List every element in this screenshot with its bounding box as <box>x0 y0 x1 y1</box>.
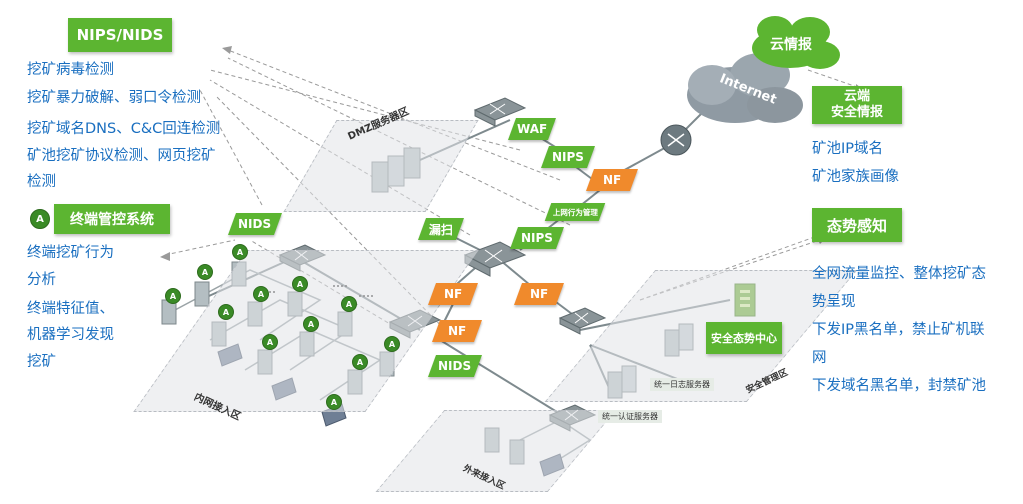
nids-top-tag: NIDS <box>227 213 283 235</box>
terminal-agent-icon: A <box>30 209 50 229</box>
terminal-title: 终端管控系统 <box>54 204 170 234</box>
situation-title: 态势感知 <box>812 208 902 242</box>
nips-nids-title: NIPS/NIDS <box>68 18 172 52</box>
terminal-item-3: 终端特征值、 <box>27 301 114 317</box>
agent-icon: A <box>292 276 308 292</box>
agent-icon: A <box>326 394 342 410</box>
situation-item-2: 势呈现 <box>812 294 856 310</box>
agent-icon: A <box>352 354 368 370</box>
situation-item-5: 下发域名黑名单，封禁矿池 <box>812 378 986 394</box>
nids-top-label: NIDS <box>238 217 272 231</box>
nips-mid-tag: NIPS <box>509 227 565 249</box>
nips-top-label: NIPS <box>552 150 584 164</box>
terminal-item-2: 分析 <box>27 272 56 288</box>
scan-tag: 漏扫 <box>417 218 465 240</box>
nf-left-tag: NF <box>427 283 479 305</box>
situation-item-1: 全网流量监控、整体挖矿态 <box>812 266 986 282</box>
agent-icon: A <box>341 296 357 312</box>
terminal-item-1: 终端挖矿行为 <box>27 245 114 261</box>
security-center-box: 安全态势中心 <box>706 322 782 354</box>
nf-left-label: NF <box>443 287 463 301</box>
nips-nids-item-3: 挖矿域名DNS、C&C回连检测 <box>27 121 221 137</box>
nf-mid-tag: NF <box>513 283 565 305</box>
agent-icon: A <box>165 288 181 304</box>
intel-cloud <box>752 16 840 69</box>
situation-item-3: 下发IP黑名单，禁止矿机联 <box>812 322 985 338</box>
cloud-intel-title-line1: 云端 <box>843 89 870 104</box>
nids-bottom-label: NIDS <box>438 359 472 373</box>
behavior-mgmt-label: 上网行为管理 <box>552 207 598 217</box>
internet-cloud <box>687 53 803 123</box>
nids-bottom-tag: NIDS <box>427 355 483 377</box>
waf-tag: WAF <box>507 118 557 140</box>
router-icon <box>660 124 692 156</box>
cloud-intel-title: 云端 安全情报 <box>812 86 902 124</box>
cloud-intel-item-1: 矿池IP域名 <box>812 141 884 157</box>
scan-label: 漏扫 <box>428 222 453 237</box>
agent-icon: A <box>303 316 319 332</box>
nf-top-label: NF <box>602 173 622 187</box>
nips-mid-label: NIPS <box>521 231 553 245</box>
nf-top-tag: NF <box>585 169 639 191</box>
waf-tag-label: WAF <box>516 122 548 136</box>
cloud-intel-item-2: 矿池家族画像 <box>812 169 899 185</box>
agent-icon: A <box>384 336 400 352</box>
behavior-mgmt-tag: 上网行为管理 <box>544 203 606 221</box>
agent-icon: A <box>262 334 278 350</box>
auth-server-label: 统一认证服务器 <box>598 410 662 423</box>
nf-bottom-label: NF <box>447 324 467 338</box>
terminal-item-4: 机器学习发现 <box>27 327 114 343</box>
nips-top-tag: NIPS <box>540 146 596 168</box>
agent-icon: A <box>218 304 234 320</box>
nips-nids-item-4: 矿池挖矿协议检测、网页挖矿 <box>27 148 216 164</box>
log-server-label: 统一日志服务器 <box>650 378 714 391</box>
agent-icon: A <box>253 286 269 302</box>
nips-nids-item-5: 检测 <box>27 174 56 190</box>
nf-mid-label: NF <box>529 287 549 301</box>
situation-item-4: 网 <box>812 350 827 366</box>
nf-bottom-tag: NF <box>431 320 483 342</box>
agent-icon: A <box>232 244 248 260</box>
agent-icon: A <box>197 264 213 280</box>
nips-nids-item-2: 挖矿暴力破解、弱口令检测 <box>27 90 201 106</box>
cloud-intel-title-line2: 安全情报 <box>830 105 883 120</box>
nips-nids-item-1: 挖矿病毒检测 <box>27 62 114 78</box>
terminal-item-5: 挖矿 <box>27 354 56 370</box>
cloud-intel-label: 云情报 <box>770 37 812 53</box>
